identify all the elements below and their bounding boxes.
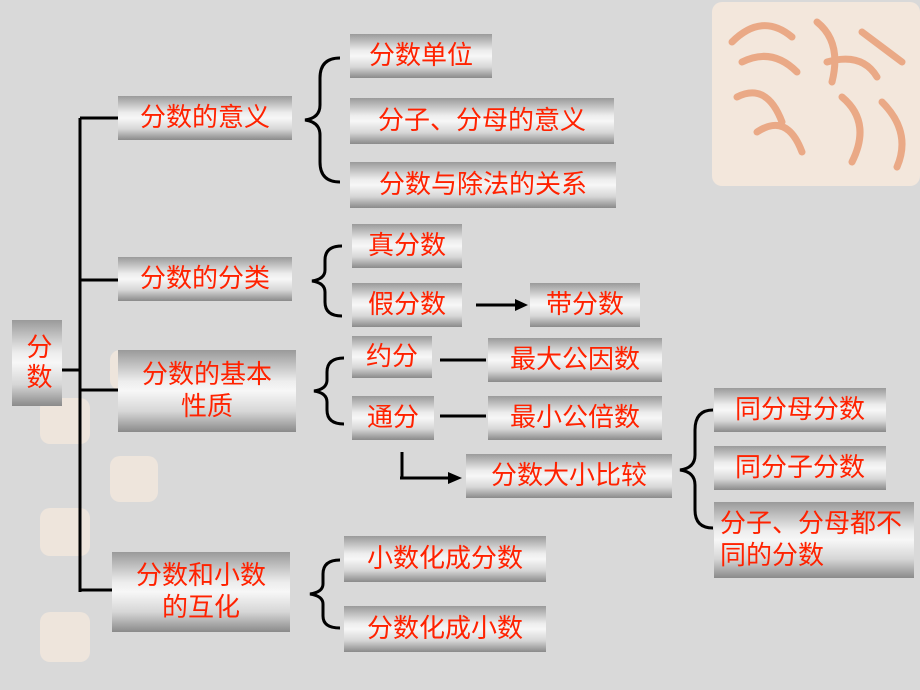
convert-decimal-to-fraction: 小数化成分数 xyxy=(344,536,546,582)
property-reduce: 约分 xyxy=(352,336,432,378)
compare-same-numerator-label: 同分子分数 xyxy=(734,453,865,483)
convert-decimal-to-fraction-label: 小数化成分数 xyxy=(366,544,523,574)
classify-mixed-label: 带分数 xyxy=(545,290,624,320)
logo-stamp-small-3 xyxy=(110,456,158,502)
logo-stamp-graphic xyxy=(728,18,906,171)
property-compare: 分数大小比较 xyxy=(466,454,672,498)
convert-fraction-to-decimal-label: 分数化成小数 xyxy=(366,614,523,644)
root-node: 分数 xyxy=(12,320,62,406)
meaning-numerator-denominator: 分子、分母的意义 xyxy=(350,98,614,144)
property-lcm: 最小公倍数 xyxy=(488,396,662,440)
node-classify-label: 分数的分类 xyxy=(139,264,270,294)
node-property: 分数的基本性质 xyxy=(118,350,296,432)
classify-mixed: 带分数 xyxy=(530,283,640,327)
classify-improper-label: 假分数 xyxy=(367,290,446,320)
logo-stamp xyxy=(712,2,920,186)
classify-proper-label: 真分数 xyxy=(367,231,446,261)
meaning-division-label: 分数与除法的关系 xyxy=(378,170,587,200)
node-convert-label: 分数和小数的互化 xyxy=(135,561,266,623)
node-property-label: 分数的基本性质 xyxy=(141,360,272,422)
logo-stamp-small-5 xyxy=(40,612,90,662)
root-label: 分数 xyxy=(22,333,52,393)
compare-same-numerator: 同分子分数 xyxy=(714,446,886,490)
compare-different-label: 分子、分母都不同的分数 xyxy=(720,509,903,571)
node-classify: 分数的分类 xyxy=(118,257,292,301)
compare-same-denominator-label: 同分母分数 xyxy=(734,395,865,425)
property-lcm-label: 最小公倍数 xyxy=(509,403,640,433)
property-gcf-label: 最大公因数 xyxy=(509,345,640,375)
property-common-denominator-label: 通分 xyxy=(366,403,419,433)
property-common-denominator: 通分 xyxy=(352,396,434,440)
convert-fraction-to-decimal: 分数化成小数 xyxy=(344,606,546,652)
logo-stamp-small-4 xyxy=(40,508,90,556)
meaning-numerator-denominator-label: 分子、分母的意义 xyxy=(377,106,586,136)
property-compare-label: 分数大小比较 xyxy=(490,461,647,491)
node-meaning: 分数的意义 xyxy=(118,96,292,140)
property-gcf: 最大公因数 xyxy=(488,338,662,382)
compare-same-denominator: 同分母分数 xyxy=(714,388,886,432)
node-meaning-label: 分数的意义 xyxy=(139,103,270,133)
property-reduce-label: 约分 xyxy=(365,342,418,372)
meaning-unit: 分数单位 xyxy=(350,34,492,78)
node-convert: 分数和小数的互化 xyxy=(112,552,290,632)
meaning-division: 分数与除法的关系 xyxy=(350,162,616,208)
compare-different: 分子、分母都不同的分数 xyxy=(714,502,914,578)
classify-improper: 假分数 xyxy=(352,283,462,327)
meaning-unit-label: 分数单位 xyxy=(368,41,473,71)
classify-proper: 真分数 xyxy=(352,224,462,268)
